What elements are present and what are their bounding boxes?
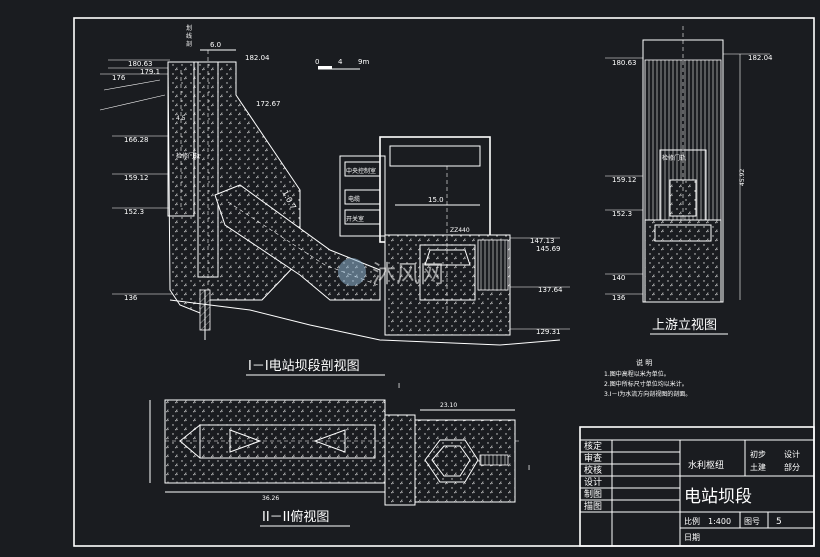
ground-line [169,299,561,346]
svg-text:线: 线 [186,32,192,40]
plan-title: II－II俯视图 [262,509,329,525]
title-row: 审查 [584,452,602,464]
plan-view: 36.26 23.10 I I II－II俯视图 [149,382,530,527]
section-mark: I [398,382,400,390]
scale-v1: 4 [338,58,343,66]
stage-b: 设计 [784,449,800,459]
project-name: 水利枢纽 [688,459,724,471]
top-dim-label: 6.0 [210,41,221,49]
scale-bar: 0 4 9m [315,58,369,70]
el-label: 147.13 [530,237,555,245]
el-label: 179.1 [140,68,160,76]
el-label: 166.28 [124,136,149,144]
el-label: 145.69 [536,245,561,253]
el-label: 180.63 [128,60,153,68]
el-label: 129.31 [536,328,561,336]
el-label: 159.12 [612,176,637,184]
el-label: 180.63 [612,59,637,67]
scale-v0: 0 [315,58,319,66]
vertical-label: 划 [186,24,192,32]
title-row: 核定 [584,440,602,452]
title-block: 核定 审查 校核 设计 制图 描图 水利枢纽 初步 设计 土建 部分 电站坝段 … [579,426,815,547]
title-row: 制图 [584,488,602,500]
powerhouse: 中央控制室 电缆 开关室 15.0 ZZ440 [339,136,511,336]
el-label: 152.3 [124,208,144,216]
el-label: 182.04 [245,54,270,62]
el-label: 182.04 [748,54,773,62]
el-label: 172.67 [256,100,281,108]
sheet-label: 图号 [744,517,760,526]
el-label: 140 [612,274,625,282]
room-label: 电缆 [348,195,360,203]
gate-label: 检修门轨 [176,152,200,160]
scale-label: 比例 [684,516,700,526]
section-view: 0 4 9m 6.0 划 线 剖 180.63 179.1 176 166.28… [99,24,570,376]
note-item: 3.I－I为水流方向剖视图的剖面。 [604,390,691,398]
dept-a: 土建 [750,462,766,472]
upstream-view: 182.04 180.63 159.12 152.3 140 136 45.92… [605,26,773,335]
room-label: 开关室 [346,215,364,223]
title-row: 设计 [584,476,602,488]
section-title: I－I电站坝段剖视图 [248,359,360,374]
height-dim: 45.92 [739,169,746,186]
notes-heading: 说 明 [636,358,652,367]
el-label: 136 [124,294,138,302]
gate-label: 检修门轨 [662,154,686,162]
plan-dim: 36.26 [262,495,279,502]
el-label: 159.12 [124,174,149,182]
note-item: 1.图中高程以米为单位。 [604,370,670,378]
scale-v2: 9m [358,58,369,66]
drawing-name: 电站坝段 [684,487,752,507]
turbine-label: ZZ440 [450,227,470,234]
drawing-border [73,17,815,547]
svg-text:剖: 剖 [186,40,192,48]
notes: 说 明 1.图中高程以米为单位。 2.图中所标尺寸单位均以米计。 3.I－I为水… [604,358,691,398]
el-label: 152.3 [612,210,632,218]
stage-a: 初步 [750,449,766,459]
room-label: 中央控制室 [346,167,376,175]
date-label: 日期 [684,533,700,542]
scale-value: 1:400 [708,517,731,526]
sheet-value: 5 [776,517,782,527]
upstream-title: 上游立视图 [652,318,717,333]
el-label: 137.64 [538,286,563,294]
el-label: 176 [112,74,126,82]
dim-label: 15.0 [428,196,444,204]
note-item: 2.图中所标尺寸单位均以米计。 [604,380,688,388]
title-row: 描图 [584,500,602,512]
section-mark: I [528,464,530,472]
dept-b: 部分 [784,462,800,472]
upstream-chamber [167,61,195,217]
el-label: 136 [612,294,626,302]
watermark: 沐风网 [338,258,444,288]
plan-dim: 23.10 [440,402,457,409]
dim-label: 4.5 [176,115,186,122]
title-row: 校核 [584,464,602,476]
watermark-text: 沐风网 [372,260,444,288]
